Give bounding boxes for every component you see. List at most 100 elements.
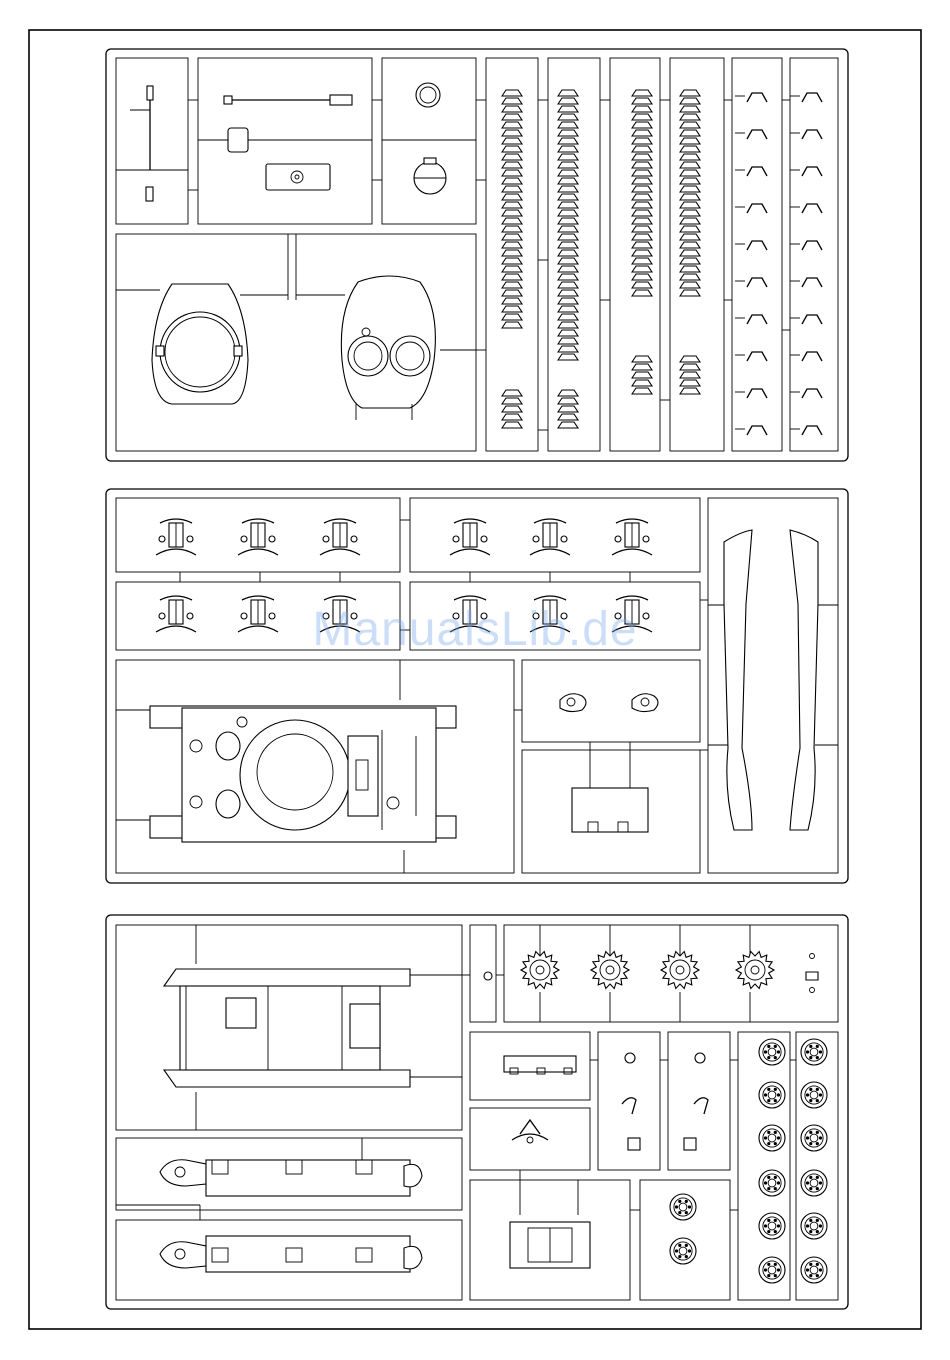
track-link [680,162,700,168]
wheel-bolt [774,1045,777,1048]
wheel-bolt [774,1219,777,1222]
track-link [632,282,652,288]
bogie-arm [156,549,196,555]
track-link [558,226,578,232]
wheel-bolt [816,1187,819,1190]
wheel-bolt [809,1056,812,1059]
track-link [502,234,522,240]
track-link [502,178,522,184]
bogie-arm [612,626,652,632]
track-guide [802,204,822,213]
track-link [502,162,522,168]
wheel-bolt [767,1219,770,1222]
wheel-bolt [767,1099,770,1102]
track-link [558,290,578,296]
wheel-bolt [764,1181,767,1184]
track-link [558,406,578,412]
track-link [680,274,700,280]
track-link [558,146,578,152]
hull-lower-part [164,969,410,1087]
track-link [680,218,700,224]
track-guide [747,315,767,324]
track-link [502,322,522,328]
track-link [632,218,652,224]
track-link [680,98,700,104]
bogie-arm [612,549,652,555]
track-link [632,372,652,378]
track-link [680,210,700,216]
wheel-bolt [816,1274,819,1277]
track-link [558,398,578,404]
track-link [502,390,522,396]
track-link [558,218,578,224]
track-link [558,138,578,144]
bogie-arm [324,519,356,523]
track-link [502,314,522,320]
track-link [632,178,652,184]
bogie-arm [156,626,196,632]
wheel-bolt [819,1224,822,1227]
track-link [680,146,700,152]
bogie-arm [616,596,648,600]
track-link [632,274,652,280]
track-guide [747,167,767,176]
track-link [558,106,578,112]
wheel-bolt [809,1088,812,1091]
track-link [680,186,700,192]
track-guide [747,389,767,398]
track-link [680,234,700,240]
wheel-bolt [764,1136,767,1139]
bogie-arm [534,596,566,600]
barrel-part [224,95,352,105]
wheel-bolt [816,1230,819,1233]
bogie-pin [351,536,357,542]
wheel-bolt [767,1045,770,1048]
bogie-pin [533,536,539,542]
track-link [502,406,522,412]
track-link [632,106,652,112]
bracket-part [504,1056,576,1074]
track-link [680,388,700,394]
track-link [502,106,522,112]
wheel-bolt [777,1224,780,1227]
track-link [502,242,522,248]
track-link [632,202,652,208]
wheel-bolt [774,1176,777,1179]
track-guide [747,204,767,213]
small-plate-part [228,128,248,152]
hatch-plate-part [266,164,330,190]
wheel-bolt [777,1050,780,1053]
track-link [502,422,522,428]
track-link [680,194,700,200]
track-link [502,298,522,304]
small-pin-parts [806,954,818,993]
drive-sprocket-parts [521,952,774,989]
cupola-part [414,158,446,194]
bogie-pin [481,613,487,619]
track-guide [802,93,822,102]
track-link [558,306,578,312]
track-link [680,290,700,296]
track-link [502,250,522,256]
track-link [632,170,652,176]
track-link [558,250,578,256]
bogie-arm [454,519,486,523]
wheel-bolt [816,1219,819,1222]
track-guide [747,426,767,435]
wheel-bolt [767,1056,770,1059]
wheel-bolt [767,1142,770,1145]
wheel-bolt [777,1093,780,1096]
bogie-arm [238,549,278,555]
track-link [680,114,700,120]
wheel-bolt [678,1200,681,1203]
sprocket-teeth [521,952,559,989]
track-link [558,170,578,176]
track-link [558,414,578,420]
track-guide [802,389,822,398]
track-link [632,242,652,248]
bogie-pin [241,613,247,619]
wheel-bolt [685,1244,688,1247]
track-link [680,170,700,176]
track-link [502,130,522,136]
wheel-bolt [774,1088,777,1091]
